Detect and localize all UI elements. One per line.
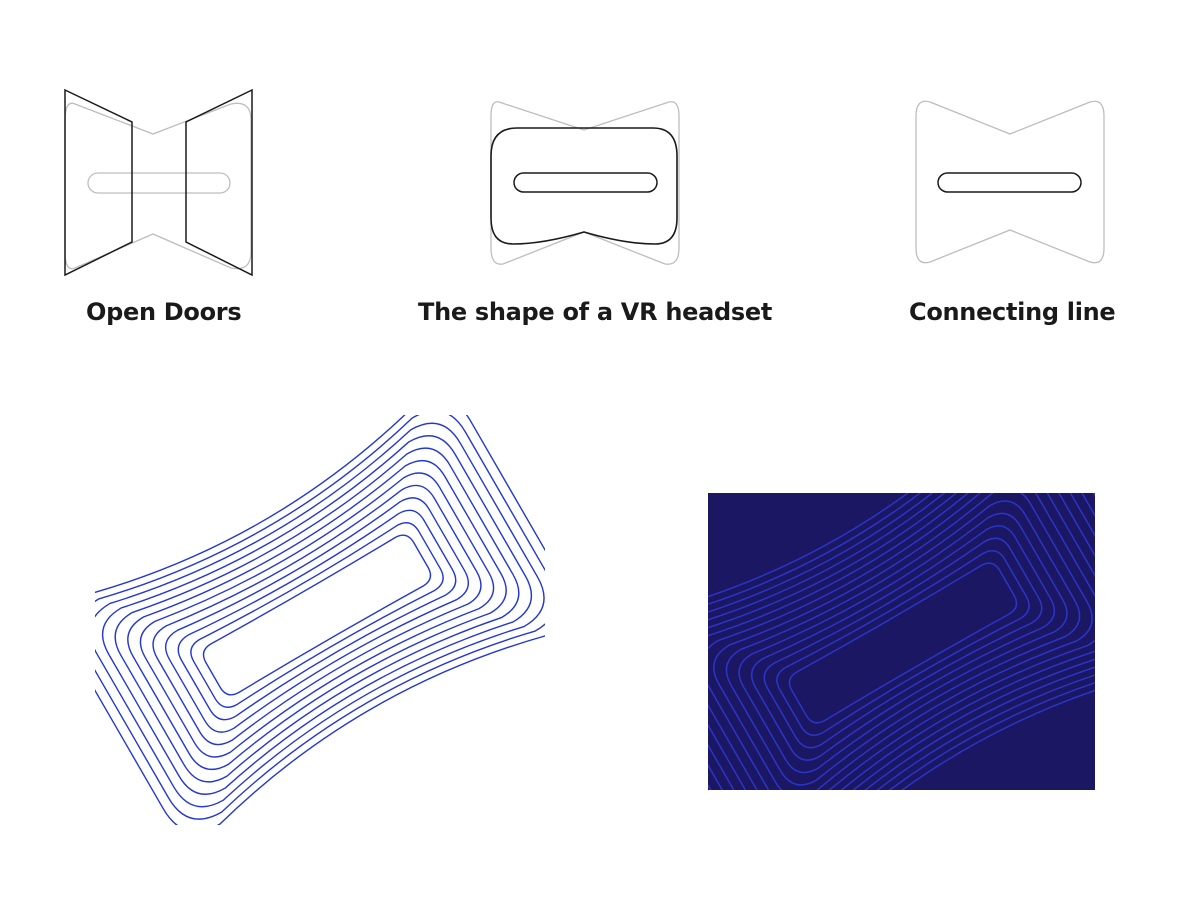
contour-ring xyxy=(202,534,432,696)
panel-contour-ring xyxy=(708,493,1095,790)
slot-outline xyxy=(513,172,658,193)
contour-ring xyxy=(95,422,545,808)
bowtie-outline xyxy=(490,101,680,265)
connecting-line xyxy=(937,172,1082,193)
open-doors-diagram xyxy=(55,82,265,287)
panel-contour-ring xyxy=(776,550,1030,736)
contour-ring xyxy=(190,522,444,708)
panel-contour-ring xyxy=(738,512,1068,774)
panel-contour-ring xyxy=(708,493,1095,790)
contour-panel-svg xyxy=(708,493,1095,790)
contour-ring xyxy=(114,447,520,783)
contour-pattern xyxy=(95,415,545,825)
contour-ring xyxy=(152,484,482,746)
panel-contour-ring xyxy=(708,493,1095,790)
panel-contour-ring xyxy=(708,493,1095,790)
connecting-line-svg xyxy=(915,100,1105,264)
bowtie-outline xyxy=(915,100,1105,264)
contour-ring xyxy=(139,472,495,758)
contour-panel xyxy=(708,493,1095,790)
headset-svg xyxy=(490,101,680,265)
panel-contour-ring xyxy=(725,500,1081,786)
left-door xyxy=(64,88,133,277)
contour-ring xyxy=(177,509,457,721)
connecting-line-diagram xyxy=(910,96,1110,271)
panel-contour-ring xyxy=(763,537,1043,749)
contour-ring xyxy=(95,415,545,820)
contour-group xyxy=(95,415,545,825)
contour-ring xyxy=(127,459,507,771)
caption-headset-shape: The shape of a VR headset xyxy=(418,298,772,326)
panel-contour-ring xyxy=(708,493,1095,790)
contour-pattern-svg xyxy=(95,415,545,825)
panel-contour-ring xyxy=(750,525,1056,761)
panel-contour-ring xyxy=(713,493,1093,790)
caption-open-doors: Open Doors xyxy=(86,298,242,326)
caption-connecting-line: Connecting line xyxy=(909,298,1116,326)
panel-contour-group xyxy=(708,493,1095,790)
contour-ring xyxy=(164,497,470,733)
headset-outline xyxy=(490,127,678,245)
contour-ring xyxy=(101,435,533,795)
panel-contour-ring xyxy=(788,562,1018,724)
right-door xyxy=(185,88,253,277)
headset-diagram xyxy=(485,96,685,271)
slot-outline xyxy=(87,172,231,194)
bowtie-outline xyxy=(64,102,252,270)
panel-contour-ring xyxy=(708,493,1095,790)
contour-ring xyxy=(95,415,545,825)
open-doors-svg xyxy=(64,88,253,277)
